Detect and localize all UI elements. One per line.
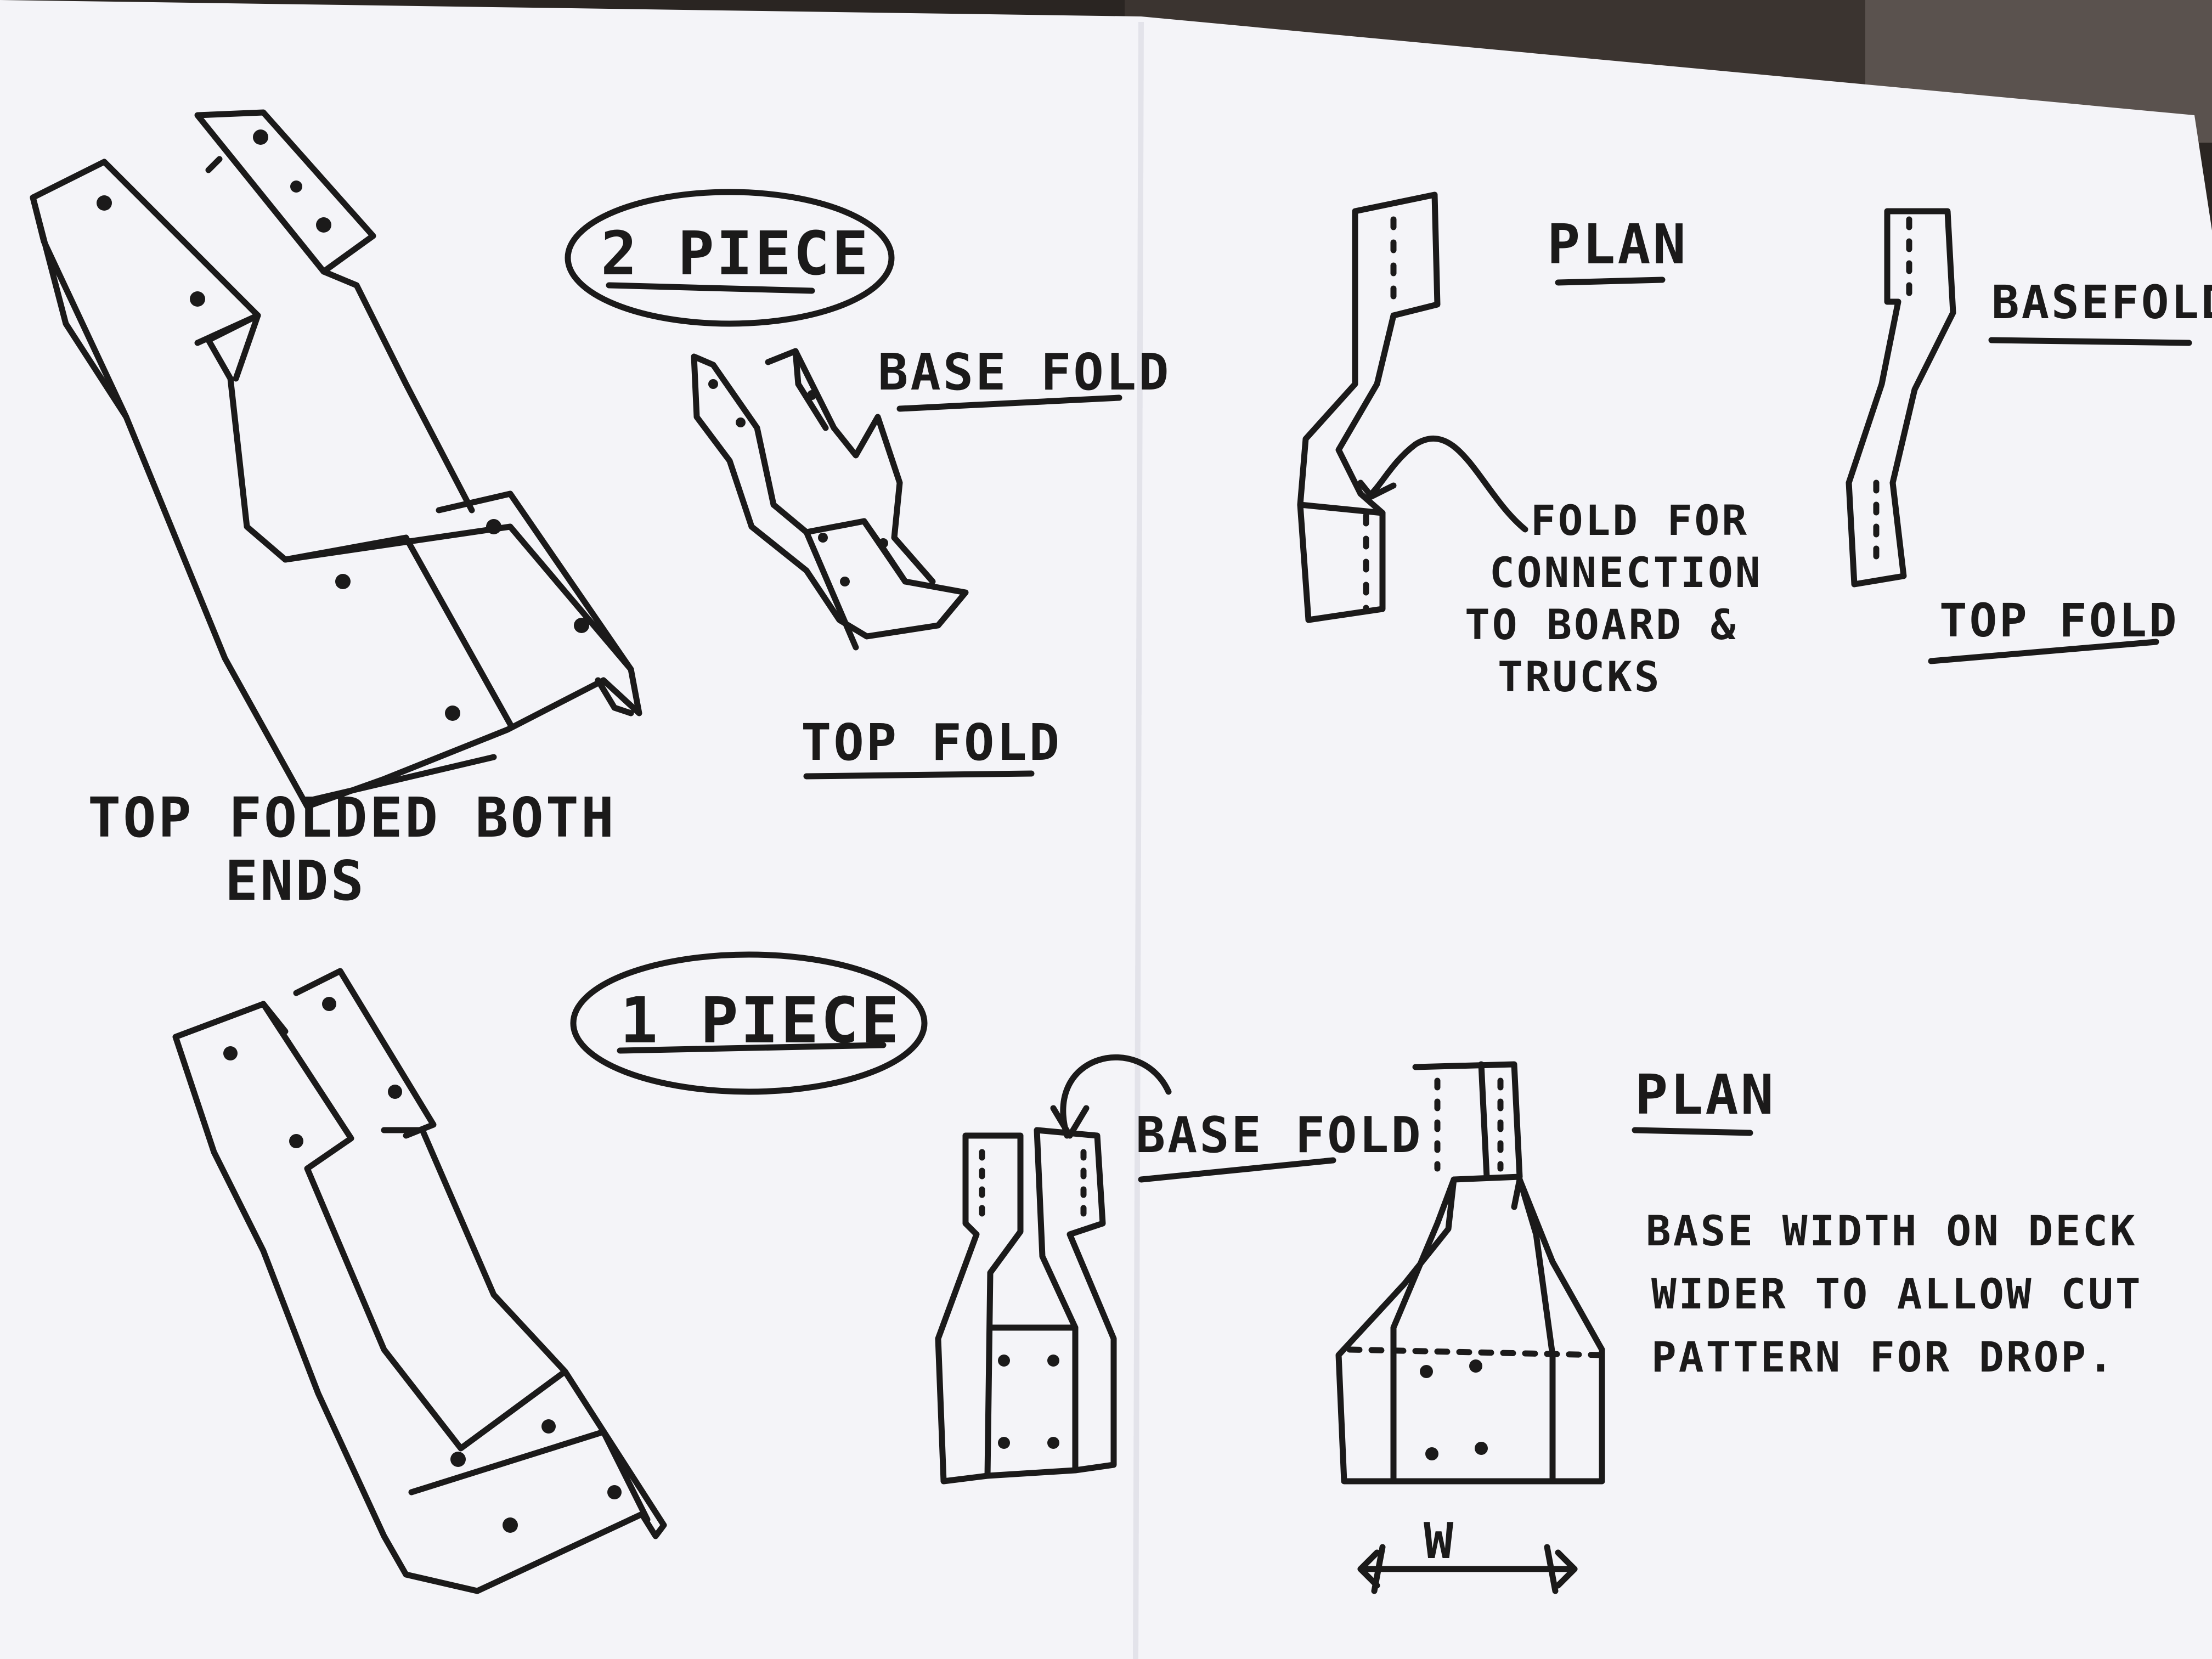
label-base-fold-lower: BASE FOLD (1136, 1107, 1423, 1164)
rivet-hole (998, 1437, 1010, 1449)
rivet-hole (998, 1355, 1010, 1367)
label-base-note-line3: PATTERN FOR DROP. (1651, 1333, 2115, 1381)
rivet-hole (450, 1452, 466, 1467)
label-top-fold-upper: TOP FOLD (801, 713, 1062, 772)
label-top-folded-line2: ENDS (225, 849, 366, 913)
rivet-hole (289, 1134, 303, 1148)
one-piece-bracket-sketch (172, 968, 667, 1594)
rivet-hole (223, 1046, 238, 1060)
rivet-hole (97, 195, 112, 211)
rivet-hole (607, 1485, 622, 1499)
rivet-hole (541, 1419, 556, 1434)
label-fold-note-line4: TRUCKS (1498, 652, 1662, 701)
rivet-hole (878, 538, 888, 548)
rivet-hole (1047, 1437, 1059, 1449)
two-piece-bracket-sketch (30, 109, 642, 810)
curved-arrow-icon (1050, 1054, 1172, 1139)
label-base-fold-right: BASEFOLD (1991, 275, 2212, 329)
label-base-note-line1: BASE WIDTH ON DECK (1646, 1206, 2137, 1255)
label-top-fold-right: TOP FOLD (1939, 594, 2179, 647)
label-plan-upper: PLAN (1547, 212, 1688, 276)
handwritten-labels: 2 PIECE BASE FOLD TOP FOLD TOP FOLDED BO… (88, 212, 2212, 1570)
plan-bracket-upper-sketch (1297, 191, 1441, 623)
plan-bracket-lower-sketch (1335, 1061, 1605, 1485)
rivet-hole (807, 390, 817, 400)
rivet-hole (1420, 1365, 1433, 1378)
rivet-hole (316, 217, 331, 233)
rivet-hole (388, 1085, 402, 1099)
rivet-hole (445, 706, 460, 721)
rivet-hole (190, 291, 205, 307)
rivet-hole (486, 519, 501, 534)
base-fold-bracket-right-sketch (1846, 208, 1956, 588)
label-fold-note-line3: TO BOARD & (1465, 600, 1738, 649)
label-fold-note-line1: FOLD FOR (1531, 496, 1749, 545)
rivet-hole (1425, 1447, 1438, 1460)
rivet-hole (818, 533, 828, 543)
rivet-hole (503, 1517, 518, 1533)
label-one-piece: 1 PIECE (620, 984, 901, 1058)
label-base-note-line2: WIDER TO ALLOW CUT (1651, 1269, 2143, 1318)
rivet-hole (840, 577, 850, 586)
label-base-fold-upper: BASE FOLD (878, 343, 1171, 402)
label-width-marker: W (1424, 1513, 1455, 1570)
rivet-hole (335, 574, 351, 589)
two-piece-label-oval (565, 189, 895, 327)
label-plan-lower: PLAN (1635, 1063, 1776, 1127)
two-piece-small-bracket-sketch (691, 348, 969, 651)
rivet-hole (708, 379, 718, 389)
dimension-arrow-icon (1357, 1544, 1578, 1594)
rivet-hole (1475, 1442, 1488, 1455)
one-piece-base-fold-sketch (935, 1127, 1117, 1485)
label-top-folded-line1: TOP FOLDED BOTH (88, 786, 616, 850)
one-piece-label-oval (570, 951, 928, 1095)
rivet-hole (322, 997, 336, 1011)
label-fold-note-line2: CONNECTION (1489, 548, 1763, 597)
rivet-hole (1047, 1355, 1059, 1367)
rivet-hole (1469, 1359, 1482, 1373)
arrow-icon (1357, 435, 1528, 533)
rivet-hole (253, 129, 268, 145)
rivet-hole (736, 417, 746, 427)
rivet-hole (290, 180, 302, 193)
paper-fold-crease (1133, 21, 1144, 1659)
label-two-piece: 2 PIECE (601, 218, 871, 289)
rivet-hole (574, 618, 589, 633)
